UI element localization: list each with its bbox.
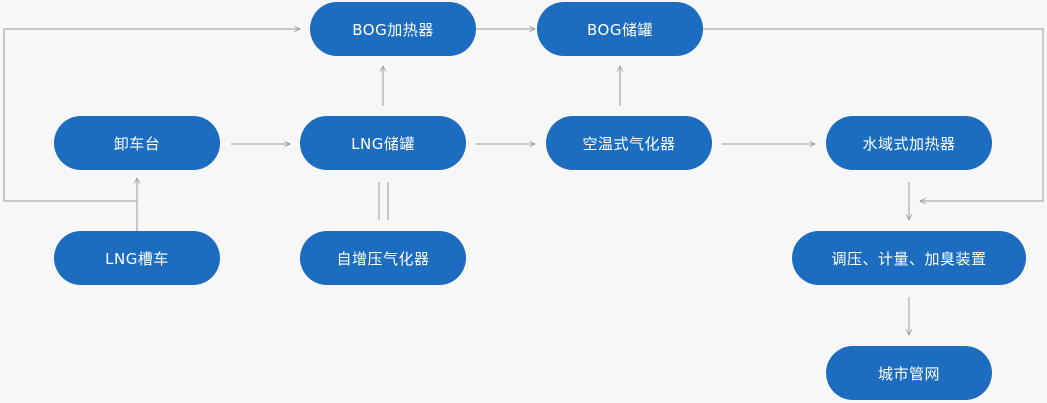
node-pressurizing-vaporizer: 自增压气化器 bbox=[300, 231, 466, 285]
node-bog-tank: BOG储罐 bbox=[537, 2, 703, 56]
node-city-network: 城市管网 bbox=[826, 346, 992, 400]
node-unloading-station: 卸车台 bbox=[54, 116, 220, 170]
connector-bog-tank-to-regulation bbox=[703, 28, 1044, 201]
node-ambient-vaporizer: 空温式气化器 bbox=[546, 116, 712, 170]
node-bog-heater: BOG加热器 bbox=[310, 2, 476, 56]
node-lng-truck: LNG槽车 bbox=[54, 231, 220, 285]
node-lng-tank: LNG储罐 bbox=[300, 116, 466, 170]
node-regulation-unit: 调压、计量、加臭装置 bbox=[792, 231, 1026, 285]
node-water-bath-heater: 水域式加热器 bbox=[826, 116, 992, 170]
